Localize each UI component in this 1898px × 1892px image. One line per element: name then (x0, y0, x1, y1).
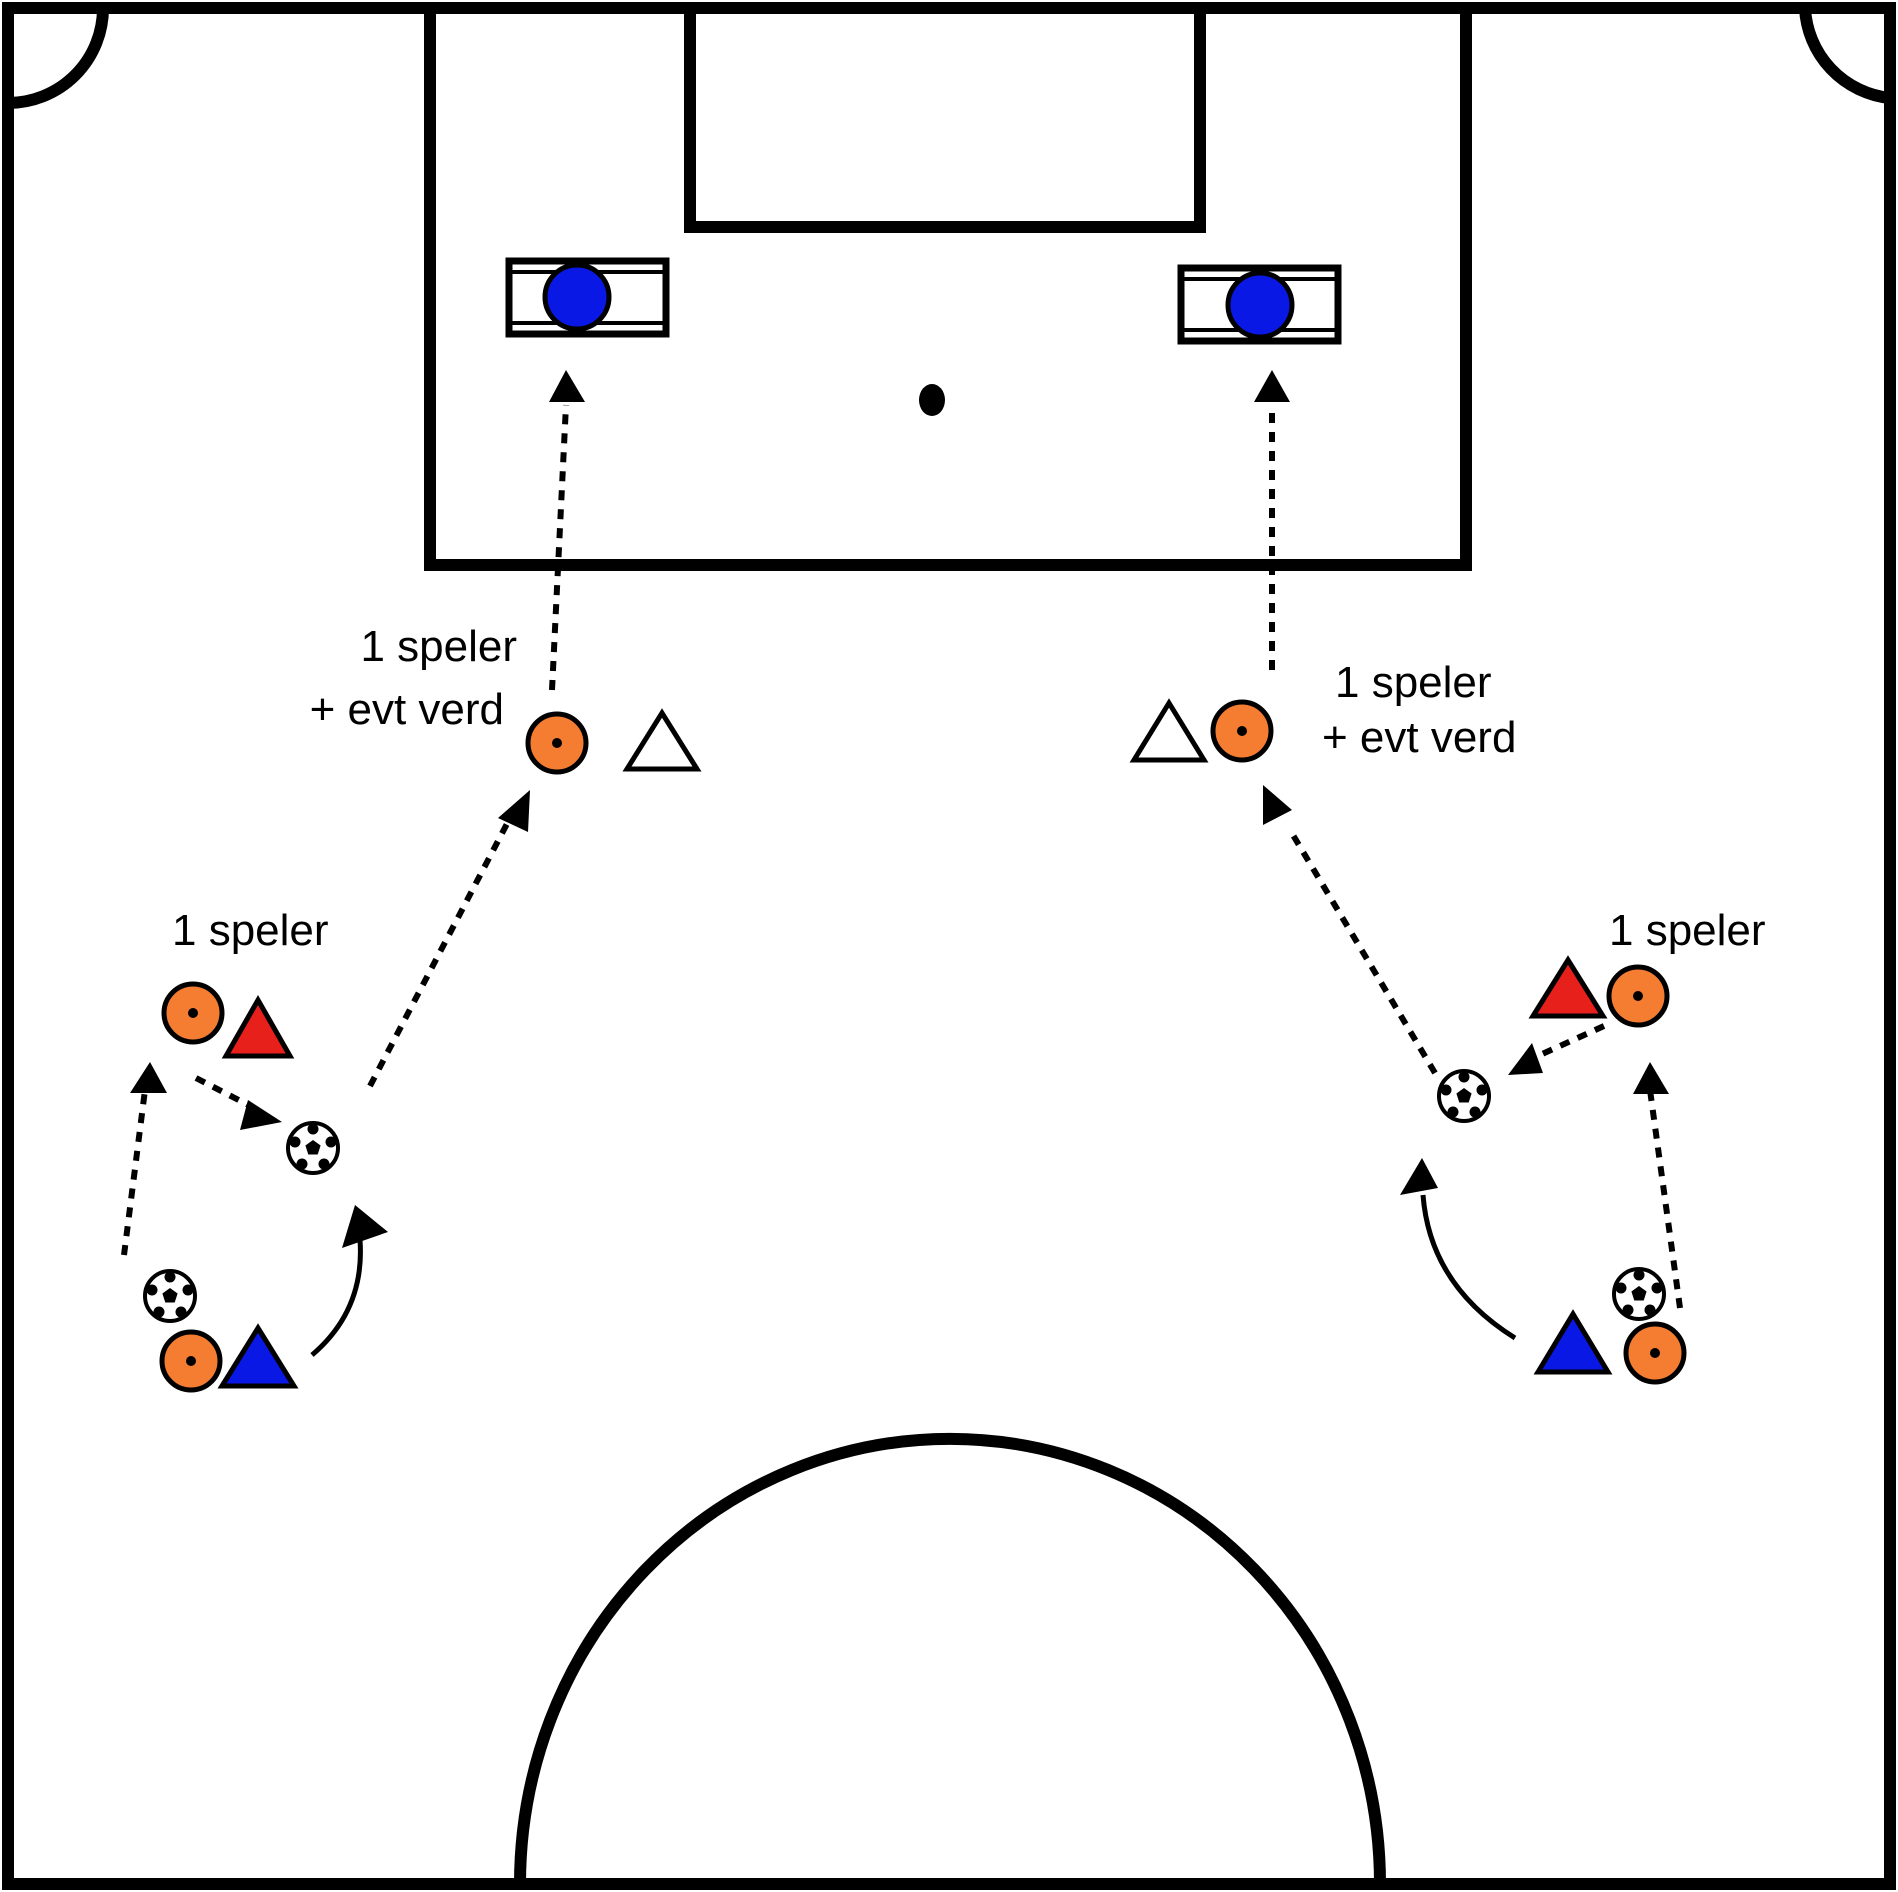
penalty-spot (919, 384, 945, 416)
text-labels: 1 speler + evt verd 1 speler + evt verd … (172, 622, 1766, 955)
arrowhead-icon (240, 1100, 282, 1130)
goal-target-left (505, 257, 670, 338)
arrowhead-icon (130, 1062, 167, 1093)
player-triangle-icon (1528, 955, 1608, 1019)
right-shooter-label-line1: 1 speler (1335, 658, 1492, 707)
left-shooter-label-line1: 1 speler (360, 622, 517, 671)
cone-marker-icon (1213, 702, 1271, 760)
soccer-ball-icon (1612, 1267, 1666, 1321)
target-dot-icon (542, 262, 612, 332)
right-shooter-label-line2: + evt verd (1322, 713, 1516, 762)
arrowhead-icon (342, 1205, 388, 1248)
run-arrow (1420, 1194, 1517, 1341)
arrowhead-icon (498, 790, 530, 832)
player-triangle-icon (1533, 1309, 1613, 1375)
goal-area (684, 2, 1206, 233)
left-shooter-label-line2: + evt verd (310, 685, 504, 734)
right-player-label: 1 speler (1609, 906, 1766, 955)
cone-marker-icon (1626, 1324, 1684, 1382)
arrowhead-icon (1254, 370, 1290, 402)
left-player-label: 1 speler (172, 906, 329, 955)
arrowhead-icon (1263, 785, 1292, 825)
player-triangle-icon (221, 994, 295, 1059)
cone-marker-icon (1609, 967, 1667, 1025)
cone-marker-icon (162, 1332, 220, 1390)
players (217, 698, 1613, 1389)
arrowhead-icon (1400, 1158, 1438, 1195)
goal-target-right (1177, 264, 1342, 345)
player-triangle-icon (1129, 698, 1209, 763)
pass-arrow (1538, 1023, 1606, 1058)
corner-arc-left (7, 7, 109, 109)
cone-marker-icon (164, 984, 222, 1042)
soccer-ball-icon (1437, 1069, 1491, 1123)
corner-arc-right (1799, 7, 1891, 104)
player-triangle-icon (622, 708, 702, 772)
cone-marker-icon (528, 714, 586, 772)
target-dot-icon (1225, 270, 1295, 340)
arrowhead-icon (1633, 1062, 1669, 1094)
arrowheads (130, 370, 1669, 1248)
center-circle (514, 1432, 1386, 1885)
pass-arrow (367, 816, 513, 1088)
run-arrow (310, 1239, 363, 1357)
movement-lines (121, 404, 1683, 1357)
arrowhead-icon (549, 370, 585, 402)
soccer-ball-icon (286, 1121, 340, 1175)
arrowhead-icon (1508, 1043, 1543, 1075)
pass-arrow (1287, 828, 1438, 1075)
pass-arrow (549, 404, 569, 691)
soccer-ball-icon (143, 1269, 197, 1323)
player-triangle-icon (217, 1323, 299, 1389)
pass-arrow (121, 1089, 148, 1256)
balls (143, 1069, 1666, 1323)
